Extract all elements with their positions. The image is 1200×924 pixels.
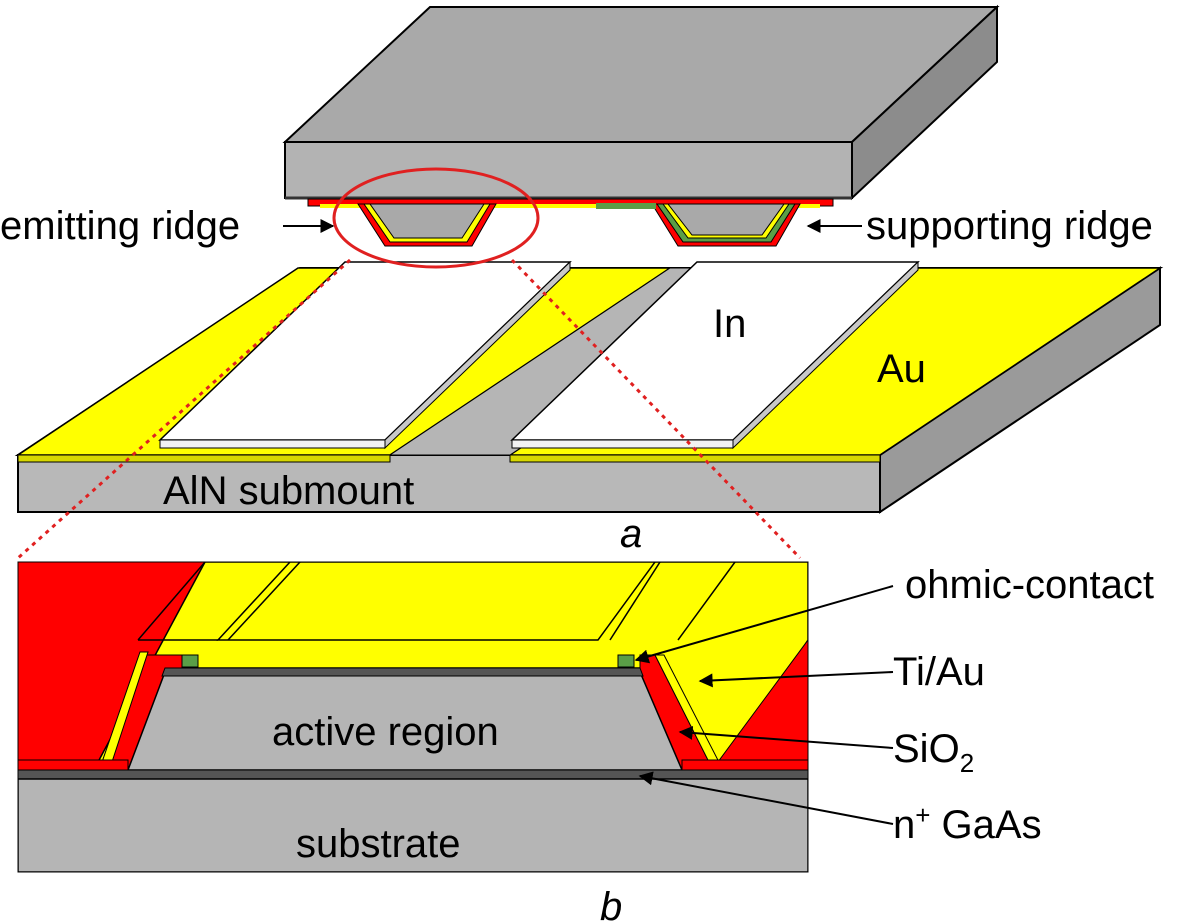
ngaas-superscript: + (915, 800, 930, 830)
indium-label: In (713, 302, 746, 346)
active-region-label: active region (272, 710, 499, 754)
cross-section-frame (17, 561, 809, 873)
sio2-arrow (678, 725, 894, 749)
ngaas-label: n+ GaAs (893, 800, 1042, 847)
zoom-lines (16, 258, 802, 560)
sio2-subscript: 2 (960, 748, 974, 778)
sio2-label: SiO2 (893, 727, 974, 778)
ohmic-contact-label: ohmic-contact (905, 563, 1154, 607)
ti-au-label: Ti/Au (893, 650, 985, 694)
substrate-label: substrate (296, 822, 461, 866)
zoom-highlight-ellipse (332, 167, 540, 269)
indium-strip-left (158, 260, 572, 450)
ngaas-n: n (893, 803, 915, 847)
ohmic-contact-arrow (634, 585, 894, 664)
sio2-main: SiO (893, 727, 960, 771)
ngaas-arrow (638, 771, 894, 825)
indium-strip-right (510, 260, 920, 450)
caption-b: b (600, 885, 622, 924)
gold-label: Au (877, 347, 926, 391)
supporting-ridge-label: supporting ridge (866, 204, 1153, 248)
cross-section (18, 562, 808, 872)
ridge-layers (307, 198, 834, 247)
caption-a: a (620, 512, 642, 556)
emitting-ridge-label: emitting ridge (0, 204, 240, 248)
laser-chip (282, 4, 1000, 201)
submount-label: AlN submount (163, 469, 414, 513)
ngaas-main: GaAs (930, 803, 1041, 847)
ti-au-arrow (698, 671, 894, 688)
